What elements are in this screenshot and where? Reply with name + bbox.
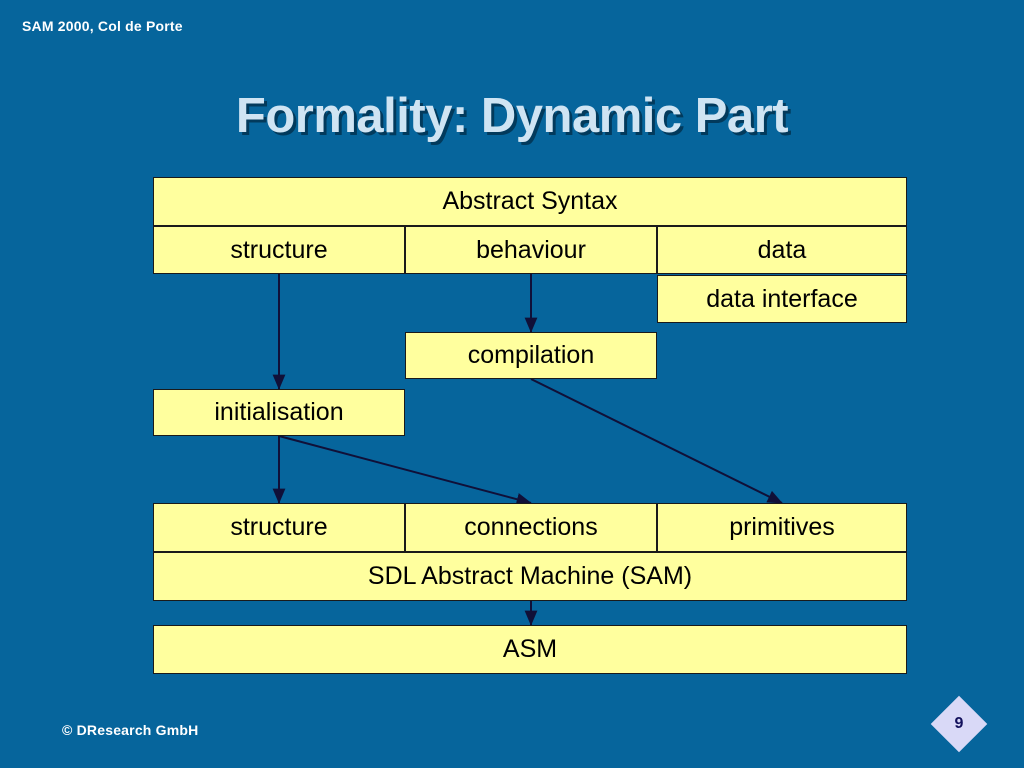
diagram-box-label: initialisation — [214, 398, 344, 426]
diagram-box-label: Abstract Syntax — [442, 187, 618, 215]
page-number-label: 9 — [954, 715, 964, 732]
diagram-box-structure-top: structure — [153, 226, 405, 274]
diagram-box-label: compilation — [467, 341, 595, 369]
page-title: Formality: Dynamic Part — [235, 89, 789, 143]
diagram-box-data-interface: data interface — [657, 275, 907, 323]
diagram-box-behaviour: behaviour — [405, 226, 657, 274]
diagram-box-compilation: compilation — [405, 332, 657, 379]
diagram-box-sdl-abstract-machine: SDL Abstract Machine (SAM) — [153, 552, 907, 601]
diagram-box-initialisation: initialisation — [153, 389, 405, 436]
diagram-box-label: primitives — [729, 513, 835, 541]
diagram-box-data: data — [657, 226, 907, 274]
diagram-box-label: connections — [464, 513, 598, 541]
diagram-box-label: ASM — [502, 635, 558, 663]
diagram-box-asm: ASM — [153, 625, 907, 674]
diagram-box-label: structure — [230, 235, 328, 264]
diagram-box-abstract-syntax: Abstract Syntax — [153, 177, 907, 226]
arrow-initialisation-to-connections — [278, 435, 532, 506]
arrow-compilation-to-primitives — [530, 378, 783, 504]
diagram-box-label: SDL Abstract Machine (SAM) — [367, 562, 693, 590]
slide-footer-label: © DResearch GmbH — [62, 722, 199, 738]
diagram-box-label: structure — [230, 513, 328, 541]
page-number-badge: 9 — [928, 693, 990, 755]
diagram-box-primitives: primitives — [657, 503, 907, 552]
diagram-box-label: data — [757, 235, 807, 264]
slide-header-label: SAM 2000, Col de Porte — [22, 18, 183, 34]
diagram-box-structure-bottom: structure — [153, 503, 405, 552]
diagram-box-label: behaviour — [476, 235, 586, 264]
diagram-box-label: data interface — [706, 284, 858, 313]
diagram-box-connections: connections — [405, 503, 657, 552]
